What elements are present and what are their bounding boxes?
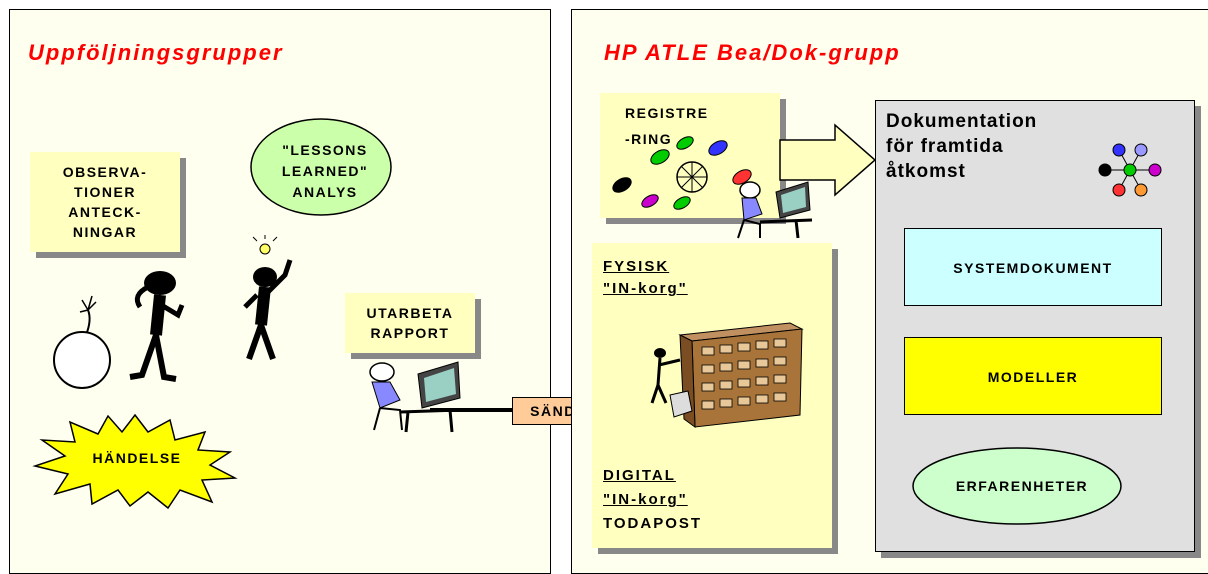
uppfoljning-title: Uppföljningsgrupper (28, 40, 284, 65)
observations-note: OBSERVA- TIONER ANTECK- NINGAR (30, 152, 180, 252)
filing-cabinet-icon (650, 322, 804, 429)
systemdokument-box: SYSTEMDOKUMENT (904, 228, 1162, 306)
utarbeta-rapport-note: UTARBETA RAPPORT (345, 293, 475, 353)
lessons-learned-label: "LESSONS LEARNED" ANALYS (281, 142, 369, 200)
idea-person-icon (243, 235, 293, 360)
registration-colored-shapes (612, 136, 752, 210)
person-at-computer-icon (369, 361, 461, 433)
registrering-label: REGISTRE -RING (625, 105, 709, 147)
registration-person-icon (737, 181, 813, 239)
fysisk-in-korg-label: "IN-korg" (603, 280, 688, 297)
todapost-label: TODAPOST (603, 515, 703, 532)
handelse-label: HÄNDELSE (92, 450, 182, 466)
digital-in-korg-label: "IN-korg" (603, 491, 688, 508)
documentation-title: Dokumentation för framtida åtkomst (886, 111, 1038, 182)
fysisk-label: FYSISK (603, 258, 670, 275)
modeller-box: MODELLER (904, 337, 1162, 415)
network-icon (1098, 143, 1162, 197)
bea-dok-title: HP ATLE Bea/Dok-grupp (604, 40, 901, 65)
lessons-learned-ellipse (250, 118, 392, 216)
thinking-person-icon (129, 271, 185, 382)
registration-arrow (779, 123, 877, 197)
bomb-icon (53, 295, 111, 389)
handelse-explosion (32, 413, 238, 510)
digital-label: DIGITAL (603, 467, 676, 484)
erfarenheter-label: ERFARENHETER (955, 478, 1089, 494)
erfarenheter-ellipse (912, 447, 1122, 525)
